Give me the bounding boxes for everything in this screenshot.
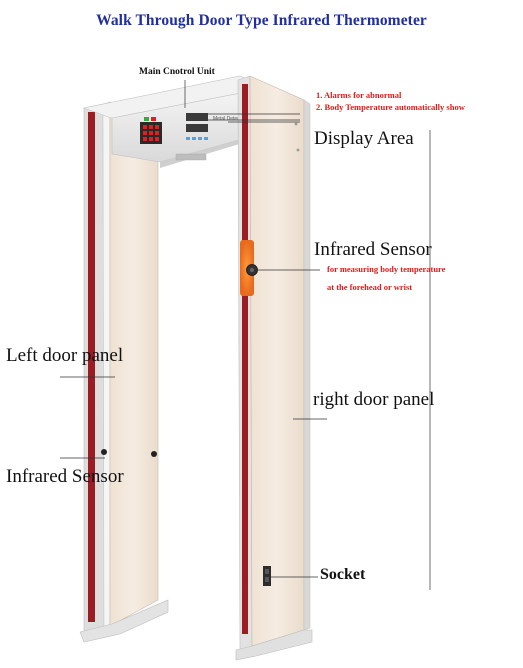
socket-box [263,566,271,586]
left-inner-sensor-dot [151,451,157,457]
vent-grille [175,153,207,161]
brand-text: Metal Detector [213,116,246,122]
left-edge-strip [88,112,95,622]
leader-lines [60,80,431,590]
sensor-note-1: for measuring body temperature [327,264,446,274]
right-door-panel-label: right door panel [313,389,435,410]
alarm-note-2: 2. Body Temperature automatically show [316,102,465,112]
alarm-note-1: 1. Alarms for abnormal [316,90,402,100]
sensor-note-2: at the forehead or wrist [327,282,413,292]
left-door-column [79,101,169,643]
right-door-column [235,75,313,661]
socket-label: Socket [320,566,366,583]
main-control-unit-label: Main Cnotrol Unit [139,67,215,77]
right-edge-strip [242,84,248,634]
display-area-label: Display Area [314,128,414,149]
blue-keypad [186,137,208,140]
left-door-panel-label: Left door panel [6,345,124,366]
diagram-title: Walk Through Door Type Infrared Thermome… [96,12,427,29]
left-infrared-sensor-dot [101,449,107,455]
left-infrared-sensor-label: Infrared Sensor [6,466,124,487]
digit-display [186,113,208,132]
right-infrared-sensor-label: Infrared Sensor [314,239,432,260]
red-led-display [140,122,162,144]
indicator-lights [144,117,156,121]
